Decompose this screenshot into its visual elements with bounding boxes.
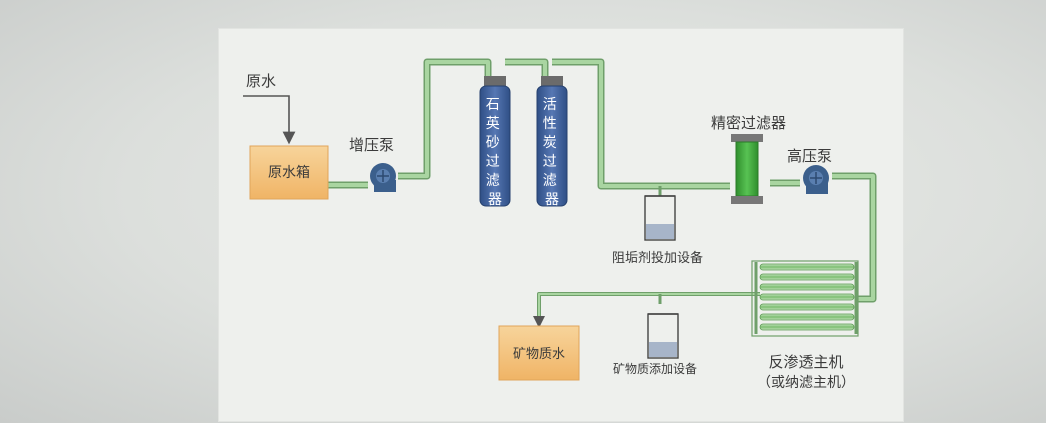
raw-water-tank-label: 原水箱 bbox=[268, 165, 310, 181]
pipe-tank-to-quartz bbox=[327, 58, 492, 189]
ro-unit bbox=[751, 260, 859, 337]
ro-membranes bbox=[759, 263, 855, 331]
high-pressure-pump-label: 高压泵 bbox=[787, 147, 832, 165]
booster-pump-label: 增压泵 bbox=[349, 136, 394, 154]
antiscalant-dosing-label: 阻垢剂投加设备 bbox=[612, 250, 703, 266]
pipe-carbon-to-precision bbox=[552, 58, 730, 190]
raw-water-tank: 原水箱 bbox=[249, 145, 329, 200]
raw-water-arrow bbox=[243, 95, 296, 145]
mineral-water-tank: 矿物质水 bbox=[498, 325, 580, 381]
quartz-sand-filter: 石 英 砂 过 滤 器 bbox=[479, 76, 511, 208]
precision-filter bbox=[731, 134, 763, 204]
pipes bbox=[327, 58, 877, 318]
ro-unit-label: 反渗透主机 bbox=[768, 353, 843, 371]
mineral-dosing-tank bbox=[647, 313, 679, 359]
quartz-sand-filter-label: 石 英 砂 过 滤 器 bbox=[486, 97, 504, 208]
booster-pump-icon bbox=[370, 163, 396, 192]
precision-filter-label: 精密过滤器 bbox=[711, 114, 786, 132]
antiscalant-dosing-tank bbox=[644, 195, 676, 241]
mineral-dosing-label: 矿物质添加设备 bbox=[613, 362, 697, 376]
raw-water-label: 原水 bbox=[246, 72, 276, 90]
mineral-water-label: 矿物质水 bbox=[513, 347, 565, 362]
pipe-quartz-to-carbon bbox=[505, 58, 549, 78]
activated-carbon-filter-label: 活 性 炭 过 滤 器 bbox=[543, 97, 561, 208]
activated-carbon-filter: 活 性 炭 过 滤 器 bbox=[536, 76, 568, 208]
ro-unit-alt-label: （或纳滤主机） bbox=[757, 375, 855, 391]
high-pressure-pump-icon bbox=[803, 165, 829, 194]
